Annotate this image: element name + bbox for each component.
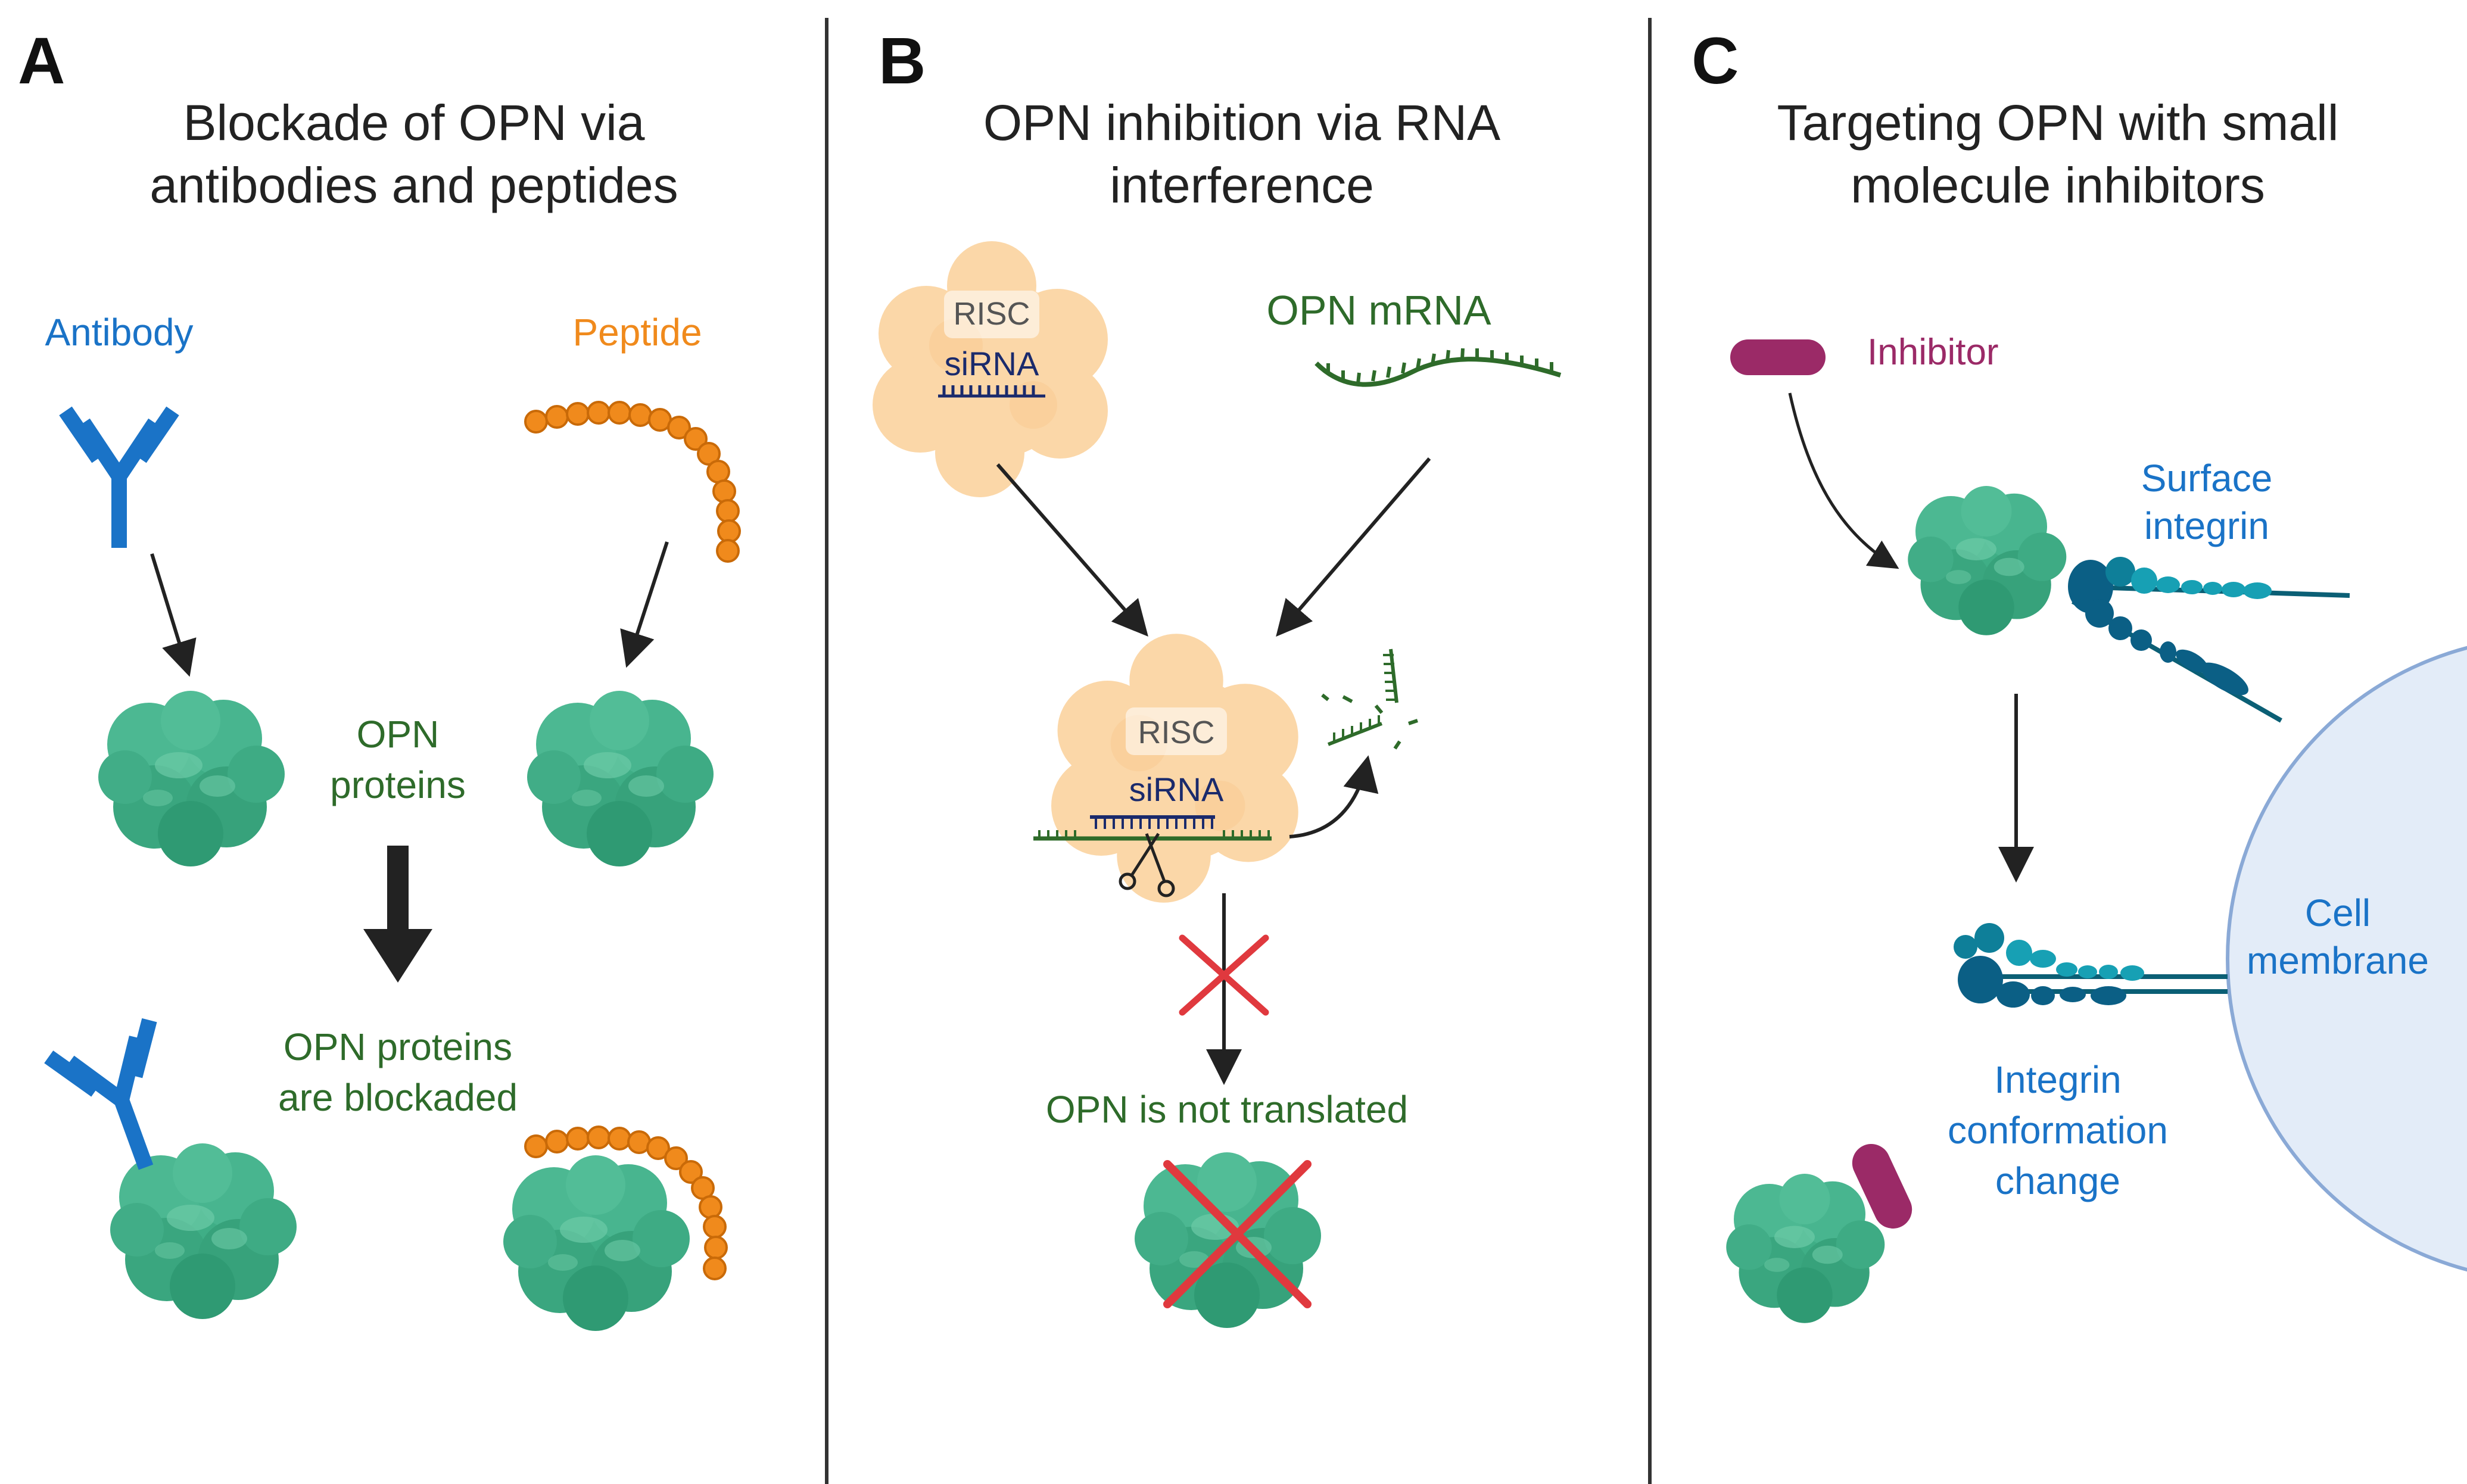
crossed-out-icon xyxy=(1163,1160,1312,1308)
inhibitor-label: Inhibitor xyxy=(1867,332,1999,373)
block-cross-icon xyxy=(1179,934,1269,1016)
risc-label-box-2 xyxy=(1126,707,1227,755)
surface-integrin-line2: integrin xyxy=(2144,504,2269,547)
cell-membrane-line2: membrane xyxy=(2247,939,2429,982)
surface-integrin-line1: Surface xyxy=(2141,457,2273,500)
cell-membrane-shape xyxy=(2226,646,2467,1272)
blockaded-line1: OPN proteins xyxy=(284,1025,512,1068)
mrna-fragments-icon xyxy=(1321,649,1418,750)
risc-label: RISC xyxy=(953,296,1030,332)
opn-protein-icon xyxy=(1726,1174,1885,1323)
risc-bound-complex-icon xyxy=(1051,634,1298,903)
panel-c-title-line2: molecule inhibitors xyxy=(1851,157,2265,213)
opn-protein-icon xyxy=(110,1143,297,1319)
panel-b-title-line1: OPN inhibition via RNA xyxy=(983,95,1500,151)
conformation-line2: conformation xyxy=(1948,1109,2168,1152)
risc-label-box xyxy=(944,291,1039,338)
panel-a-title-line2: antibodies and peptides xyxy=(149,157,678,213)
sirna-label-2: siRNA xyxy=(1129,771,1224,808)
panel-c-letter: C xyxy=(1692,24,1739,98)
peptide-chain-icon xyxy=(524,401,741,563)
panel-b-letter: B xyxy=(879,24,926,98)
arrow-mrna-to-complex xyxy=(1276,457,1431,637)
blockaded-line2: are blockaded xyxy=(278,1076,518,1119)
sirna-strand-icon xyxy=(938,385,1045,398)
arrow-to-fragments xyxy=(1289,755,1379,838)
arrow-peptide-to-protein xyxy=(620,541,669,668)
risc-label-2: RISC xyxy=(1138,715,1214,750)
antibody-icon xyxy=(66,411,173,548)
scissors-icon xyxy=(1119,833,1175,897)
arrow-antibody-to-protein xyxy=(150,553,197,677)
opn-protein-icon xyxy=(527,691,714,866)
peptide-label: Peptide xyxy=(572,311,702,354)
panel-a-title-line1: Blockade of OPN via xyxy=(183,95,644,151)
conformation-line1: Integrin xyxy=(1994,1058,2121,1101)
panel-b-title-line2: interference xyxy=(1110,157,1374,213)
peptide-bound-icon xyxy=(524,1126,728,1280)
sirna-mrna-duplex-icon xyxy=(1033,815,1272,841)
panel-c-title-line1: Targeting OPN with small xyxy=(1777,95,2339,151)
sirna-label: siRNA xyxy=(945,345,1039,382)
conformation-line3: change xyxy=(1995,1159,2120,1202)
panel-c: C Targeting OPN with small molecule inhi… xyxy=(1692,24,2467,1323)
arrow-risc-to-complex xyxy=(996,463,1148,637)
integrin-conformation-icon xyxy=(1954,923,2228,1008)
surface-integrin-icon xyxy=(2068,557,2350,723)
opn-protein-icon xyxy=(98,691,285,866)
opn-proteins-line2: proteins xyxy=(330,763,466,806)
cell-membrane-line1: Cell xyxy=(2305,891,2371,934)
panel-b: B OPN inhibition via RNA interference RI… xyxy=(873,24,1562,1328)
opn-mrna-icon xyxy=(1315,348,1562,387)
not-translated-label: OPN is not translated xyxy=(1046,1088,1408,1131)
opn-mrna-label: OPN mRNA xyxy=(1266,287,1491,333)
big-down-arrow xyxy=(363,846,432,983)
inhibitor-icon xyxy=(1730,339,1826,375)
panel-a-letter: A xyxy=(18,24,65,98)
inhibitor-bound-icon xyxy=(1852,1144,1912,1229)
opn-protein-icon xyxy=(1908,486,2067,635)
opn-protein-icon xyxy=(503,1155,690,1331)
opn-proteins-line1: OPN xyxy=(357,713,440,756)
panel-a: A Blockade of OPN via antibodies and pep… xyxy=(18,24,741,1331)
antibody-label: Antibody xyxy=(45,311,193,354)
arrow-inhibitor-to-opn xyxy=(1788,392,1899,569)
